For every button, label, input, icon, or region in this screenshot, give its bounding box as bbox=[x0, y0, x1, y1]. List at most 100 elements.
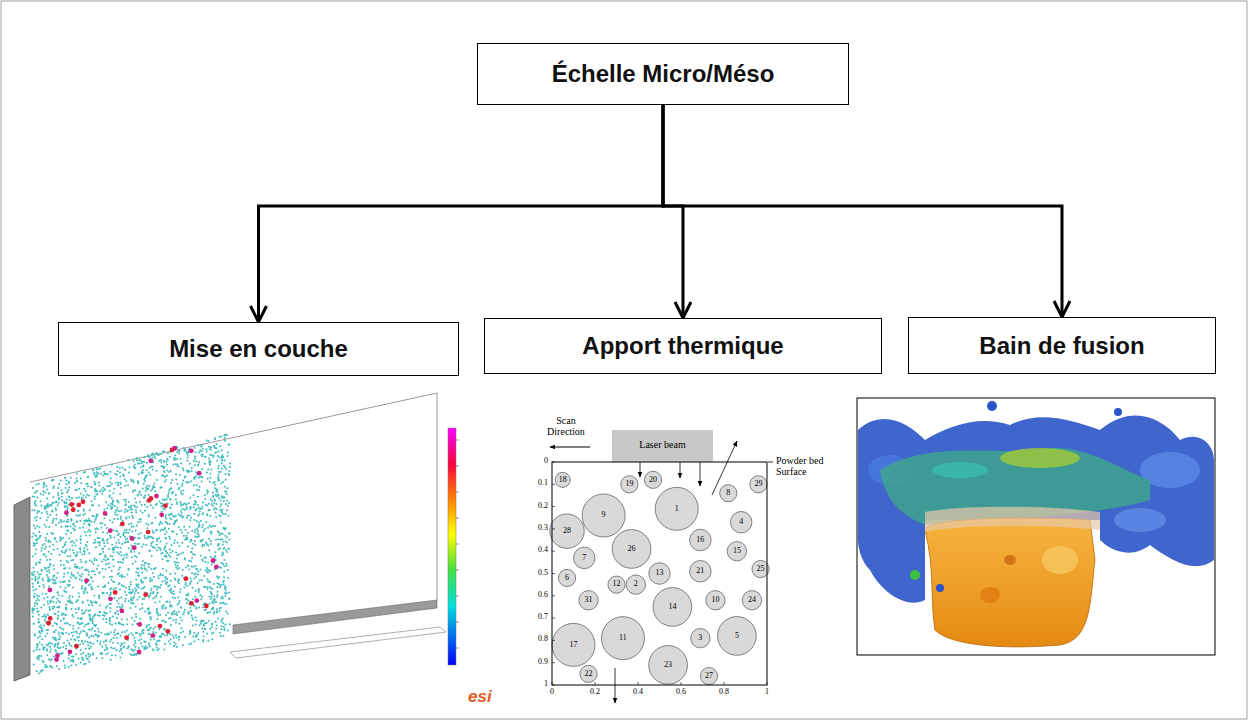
particle bbox=[133, 654, 135, 656]
particle bbox=[188, 568, 190, 570]
particle bbox=[49, 514, 51, 516]
particle bbox=[163, 604, 165, 606]
particle bbox=[165, 514, 167, 516]
particle bbox=[186, 585, 188, 587]
particle bbox=[171, 492, 173, 494]
particle bbox=[148, 624, 150, 626]
particle bbox=[224, 513, 226, 515]
particle bbox=[142, 560, 144, 562]
particle bbox=[219, 610, 221, 612]
particle bbox=[36, 611, 38, 613]
particle bbox=[132, 623, 134, 625]
particle bbox=[210, 531, 212, 533]
particle bbox=[78, 640, 80, 642]
particle bbox=[190, 551, 192, 553]
particle bbox=[34, 553, 36, 555]
particle bbox=[191, 467, 193, 469]
particle bbox=[176, 451, 178, 453]
particle bbox=[55, 509, 57, 511]
particle bbox=[80, 618, 82, 620]
particle bbox=[118, 539, 120, 541]
particle bbox=[214, 437, 216, 439]
particle bbox=[156, 529, 158, 531]
particle bbox=[202, 524, 204, 526]
particle bbox=[164, 576, 166, 578]
particle bbox=[170, 617, 172, 619]
particle bbox=[210, 469, 212, 471]
particle bbox=[60, 560, 62, 562]
particle bbox=[207, 640, 209, 642]
particle bbox=[160, 461, 162, 463]
particle bbox=[141, 564, 143, 566]
particle bbox=[212, 525, 214, 527]
particle bbox=[99, 542, 101, 544]
particle bbox=[128, 634, 130, 636]
particle bbox=[199, 510, 201, 512]
particle bbox=[111, 570, 113, 572]
particle bbox=[195, 620, 197, 622]
particle bbox=[214, 487, 216, 489]
particle bbox=[194, 536, 196, 538]
particle bbox=[97, 472, 99, 474]
particle bbox=[99, 522, 101, 524]
particle bbox=[178, 636, 180, 638]
particle bbox=[190, 506, 192, 508]
particle bbox=[58, 502, 60, 504]
particle bbox=[124, 469, 126, 471]
particle bbox=[94, 498, 96, 500]
particle bbox=[140, 642, 142, 644]
particle bbox=[71, 540, 73, 542]
particle bbox=[76, 567, 78, 569]
particle bbox=[130, 632, 132, 634]
particle bbox=[131, 512, 133, 514]
particle bbox=[104, 586, 106, 588]
particle bbox=[147, 536, 149, 538]
particle bbox=[84, 631, 86, 633]
particle bbox=[112, 529, 114, 531]
particle bbox=[91, 589, 93, 591]
particle bbox=[129, 506, 131, 508]
particle bbox=[126, 573, 128, 575]
particle bbox=[135, 590, 137, 592]
particle bbox=[82, 526, 84, 528]
particle bbox=[52, 582, 54, 584]
particle bbox=[194, 529, 196, 531]
particle bbox=[51, 505, 53, 507]
particle bbox=[102, 531, 104, 533]
particle bbox=[113, 565, 115, 567]
particle bbox=[178, 636, 180, 638]
particle bbox=[77, 627, 79, 629]
particle bbox=[142, 581, 144, 583]
particle bbox=[113, 631, 115, 633]
particle bbox=[110, 555, 112, 557]
particle bbox=[219, 534, 221, 536]
particle bbox=[224, 473, 226, 475]
particle bbox=[204, 494, 206, 496]
particle bbox=[223, 565, 225, 567]
particle bbox=[223, 434, 225, 436]
particle bbox=[160, 459, 162, 461]
particle bbox=[201, 445, 203, 447]
particle bbox=[94, 633, 96, 635]
particle bbox=[88, 552, 90, 554]
particle bbox=[55, 629, 57, 631]
particle bbox=[88, 656, 90, 658]
particle bbox=[90, 646, 92, 648]
particle bbox=[174, 520, 176, 522]
particle bbox=[165, 476, 167, 478]
particle bbox=[194, 464, 196, 466]
particle bbox=[173, 637, 175, 639]
particle bbox=[144, 537, 146, 539]
particle bbox=[70, 518, 72, 520]
particle bbox=[82, 652, 84, 654]
particle bbox=[196, 484, 198, 486]
particle bbox=[165, 621, 167, 623]
particle bbox=[75, 554, 77, 556]
particle bbox=[197, 444, 199, 446]
particle bbox=[159, 600, 161, 602]
particle bbox=[49, 559, 51, 561]
particle bbox=[61, 550, 63, 552]
particle bbox=[143, 565, 145, 567]
particle bbox=[224, 440, 226, 442]
particle bbox=[164, 545, 166, 547]
